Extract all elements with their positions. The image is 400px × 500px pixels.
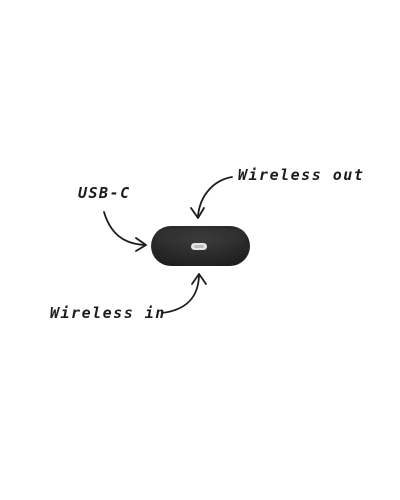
wireless-out-label: Wireless out: [238, 166, 365, 184]
arrow-usb-c-icon: [103, 211, 147, 252]
usb-c-port-icon: [191, 243, 207, 250]
usb-c-label: USB-C: [78, 184, 131, 202]
arrow-wireless-out-icon: [190, 176, 233, 219]
wireless-in-label: Wireless in: [50, 304, 166, 322]
arrow-wireless-in-icon: [161, 273, 207, 314]
